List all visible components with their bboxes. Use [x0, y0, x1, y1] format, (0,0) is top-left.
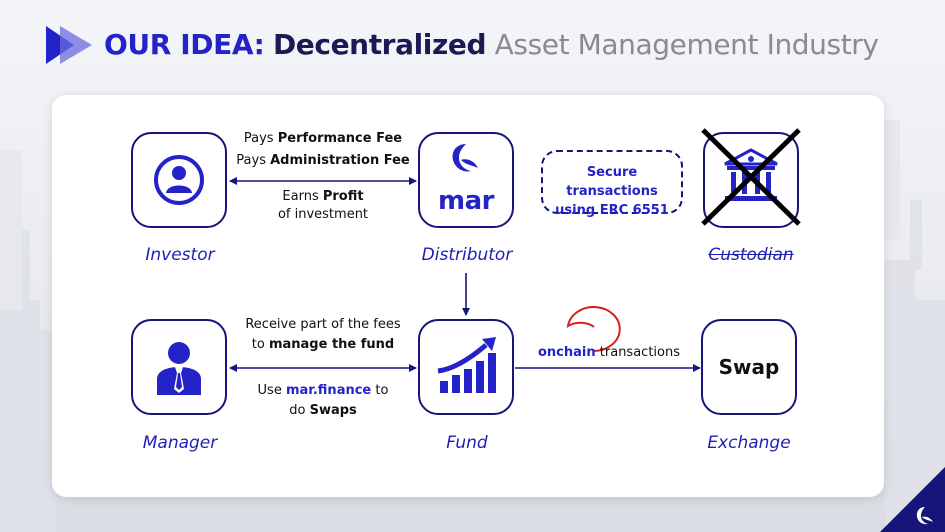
distributor-node: mar	[418, 132, 514, 228]
growth-chart-icon	[437, 337, 496, 393]
onchain-circle	[566, 306, 621, 352]
mar-logo-icon	[452, 144, 478, 172]
profit-prefix: Earns	[282, 189, 319, 204]
fund-exchange-note: onchain transactions	[534, 342, 684, 364]
investor-label: Investor	[145, 245, 215, 265]
secure-note-line2: using ERC 6551	[555, 203, 669, 218]
distributor-label: Distributor	[421, 245, 513, 265]
fee2-bold: Administration Fee	[270, 153, 410, 168]
fee1-prefix: Pays	[243, 131, 274, 146]
fee2-prefix: Pays	[236, 153, 266, 168]
mf-line3-prefix: Use	[257, 383, 282, 398]
investor-node	[131, 132, 227, 228]
title-part3: Asset Management Industry	[494, 28, 879, 61]
profit-bold: Profit	[322, 189, 364, 204]
secure-transactions-note: Secure transactions using ERC 6551	[541, 150, 683, 218]
distributor-logo-text: mar	[438, 186, 494, 216]
manager-node	[131, 319, 227, 415]
mf-line3-suffix: to	[375, 383, 389, 398]
title-part2: Decentralized	[272, 28, 487, 61]
mf-line2-bold: manage the fund	[268, 337, 395, 352]
swap-text: Swap	[718, 355, 780, 379]
manager-fund-fees: Receive part of the fees to manage the f…	[228, 315, 418, 355]
fee1-bold: Performance Fee	[277, 131, 403, 146]
onchain-text: onchain	[538, 345, 596, 360]
custodian-label: Custodian	[708, 245, 794, 265]
corner-logo-icon	[880, 467, 945, 532]
mf-line1: Receive part of the fees	[245, 317, 401, 332]
investor-distributor-fees: Pays Performance Fee Pays Administration…	[230, 128, 416, 172]
mf-line4-prefix: do	[289, 403, 306, 418]
user-circle-icon	[154, 155, 204, 205]
manager-person-icon	[157, 342, 201, 395]
fund-label: Fund	[446, 433, 488, 453]
exchange-node: Swap	[701, 319, 797, 415]
title-part1: OUR IDEA:	[104, 28, 265, 61]
custodian-cross-icon	[701, 128, 801, 226]
secure-note-line1: Secure transactions	[566, 165, 658, 199]
fund-node	[418, 319, 514, 415]
connectors	[229, 177, 701, 372]
manager-label: Manager	[142, 433, 218, 453]
transactions-text: transactions	[599, 345, 680, 360]
exchange-label: Exchange	[707, 433, 791, 453]
investor-distributor-profit: Earns Profit of investment	[230, 188, 416, 224]
page-title: OUR IDEA: Decentralized Asset Management…	[104, 28, 879, 61]
title-arrow-icon	[46, 26, 92, 64]
profit-line2: of investment	[277, 207, 369, 222]
mf-line4-bold: Swaps	[309, 403, 357, 418]
diagram-card: Investor mar Distributor Secure transact…	[52, 95, 884, 497]
mf-line3-bold: mar.finance	[285, 383, 372, 398]
mf-line2-prefix: to	[251, 337, 265, 352]
manager-fund-swaps: Use mar.finance to do Swaps	[228, 381, 418, 421]
